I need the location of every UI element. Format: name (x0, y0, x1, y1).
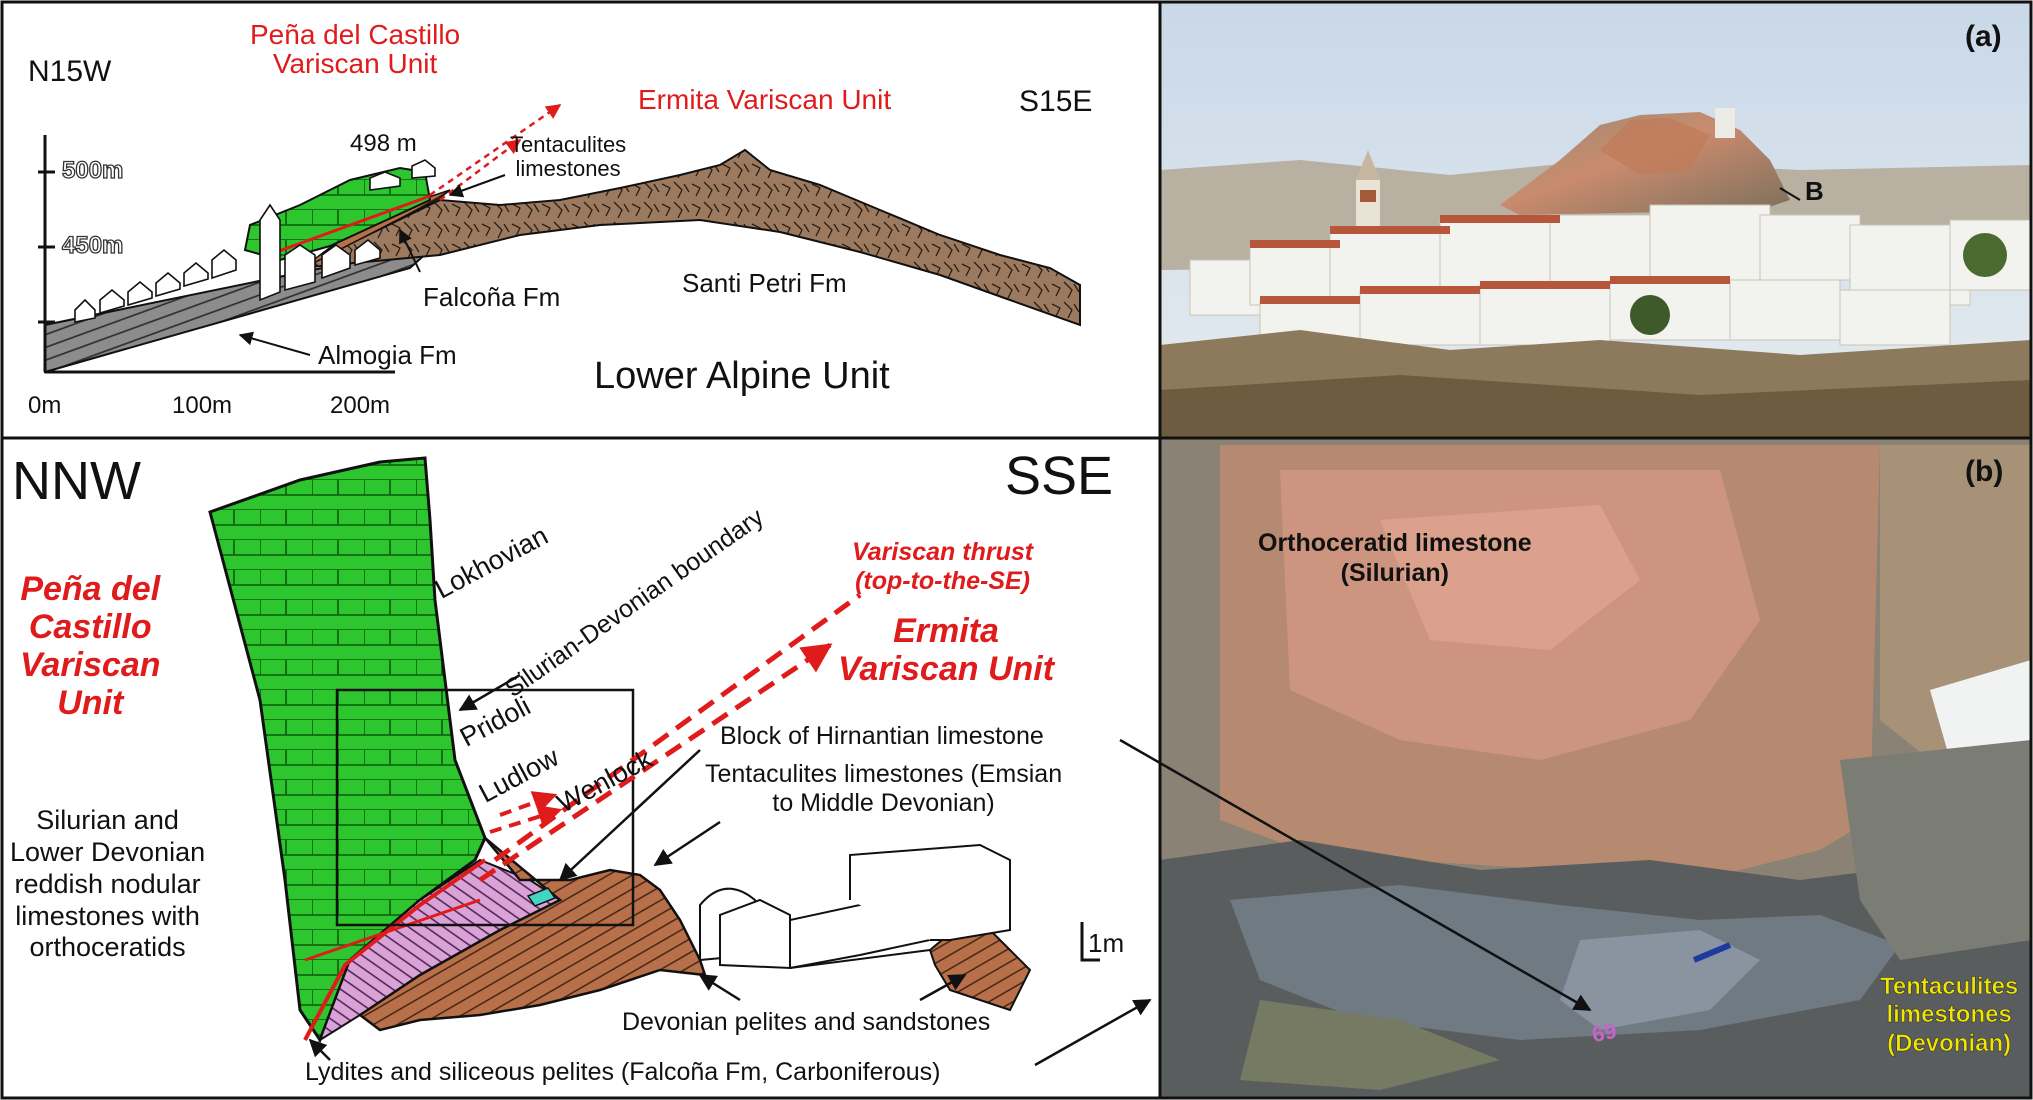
orientation-s15e: S15E (1019, 85, 1093, 118)
panel-tag-b: (b) (1965, 455, 2004, 488)
label-santi-petri: Santi Petri Fm (682, 268, 847, 298)
tick-500m: 500m (61, 156, 124, 184)
orientation-nnw: NNW (12, 451, 141, 511)
photo-label-orthoceratid: Orthoceratid limestone (Silurian) (1258, 529, 1532, 587)
label-almogia: Almogia Fm (318, 340, 457, 370)
panel-tag-a: (a) (1965, 20, 2002, 53)
tentaculites-body (357, 837, 707, 1032)
orientation-n15w: N15W (28, 55, 112, 88)
santi-petri-layer (299, 148, 1081, 327)
scale-100m: 100m (172, 392, 233, 419)
photo-outcrop (1119, 438, 2031, 1098)
photo-borders (1158, 0, 2033, 1100)
orientation-sse: SSE (1005, 446, 1114, 506)
photo-label-tentaculites: Tentaculites limestones (Devonian) (1880, 973, 2019, 1057)
label-castillo-unit-b: Peña del Castillo Variscan Unit (20, 570, 161, 723)
tick-450m: 450m (61, 231, 124, 259)
label-ermita-unit-b: Ermita Variscan Unit (838, 612, 1055, 689)
label-tentaculites-a: Tentaculites limestones (510, 132, 627, 182)
scale-200m: 200m (330, 392, 391, 419)
panel-b-section (208, 456, 1152, 1067)
label-lower-alpine: Lower Alpine Unit (594, 355, 890, 397)
label-devonian-pelites: Devonian pelites and sandstones (622, 1008, 991, 1036)
label-hirnantian: Block of Hirnantian limestone (720, 722, 1044, 750)
panel-a-section (38, 103, 1081, 374)
scale-1m: 1m (1088, 928, 1125, 958)
inset-box (335, 688, 635, 927)
photo-sample-number: 69 (1589, 1017, 1619, 1048)
label-elevation-peak: 498 m (350, 130, 417, 157)
label-variscan-thrust: Variscan thrust (top-to-the-SE) (852, 538, 1034, 595)
label-falcona-a: Falcoña Fm (423, 282, 561, 312)
label-ermita-unit-a: Ermita Variscan Unit (638, 84, 892, 115)
label-silurian-description: Silurian and Lower Devonian reddish nodu… (10, 805, 206, 963)
label-lydites: Lydites and siliceous pelites (Falcoña F… (305, 1058, 941, 1086)
label-castillo-unit-a: Peña del Castillo Variscan Unit (250, 19, 461, 80)
village-houses (74, 159, 436, 323)
buildings (699, 843, 1011, 970)
scale-0m: 0m (28, 392, 62, 419)
photo-village (1160, 2, 2032, 438)
label-tentaculites-b: Tentaculites limestones (Emsian to Middl… (705, 760, 1063, 817)
photo-marker-b: B (1805, 176, 1824, 206)
